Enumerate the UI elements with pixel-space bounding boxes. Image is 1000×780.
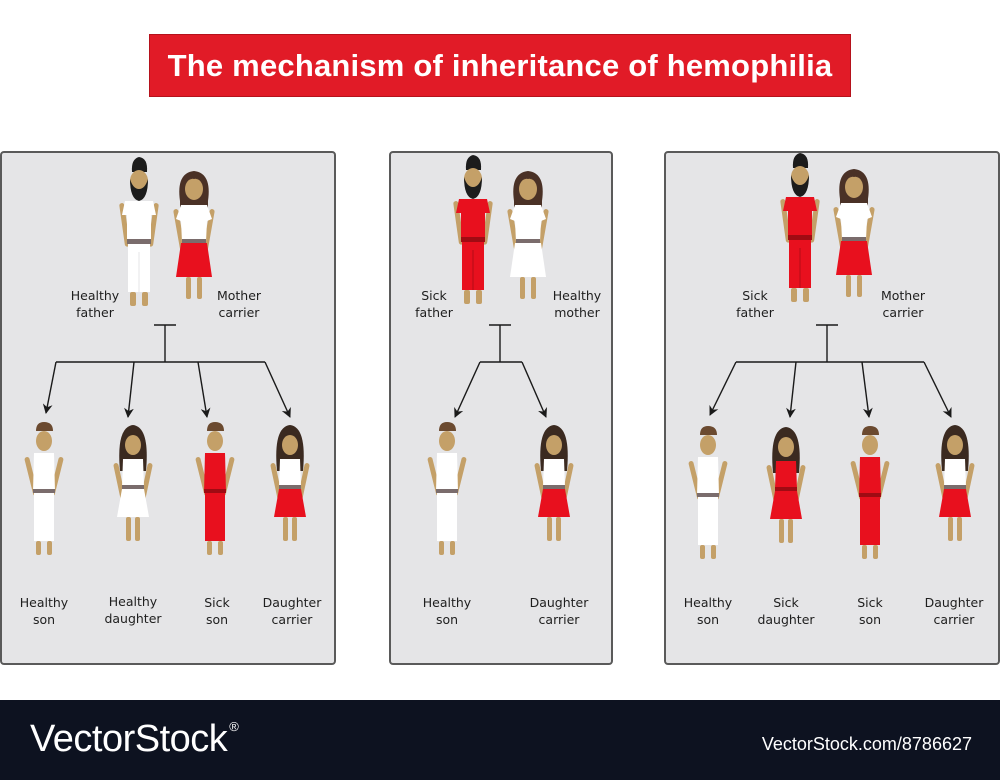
child-healthy-son <box>688 426 728 559</box>
father-figure <box>452 154 494 305</box>
child-healthy-son <box>427 422 467 555</box>
father-figure <box>118 156 160 307</box>
father-figure <box>779 152 821 303</box>
inheritance-connector <box>454 324 547 418</box>
parents-figures <box>118 156 215 307</box>
parents-figures <box>779 152 875 303</box>
image-credit: VectorStock.com/8786627 <box>761 734 972 754</box>
child-daughter-carrier <box>270 425 310 541</box>
parents-figures <box>452 154 549 305</box>
page-title: The mechanism of inheritance of hemophil… <box>167 47 833 83</box>
vectorstock-logo: VectorStock® <box>30 718 239 760</box>
child-daughter-carrier <box>534 425 574 541</box>
child-sick-daughter <box>766 427 806 543</box>
child-healthy-son <box>24 422 64 555</box>
inheritance-connector <box>709 324 952 418</box>
children-figures <box>427 422 574 555</box>
mother-figure <box>507 171 549 299</box>
inheritance-connector <box>42 324 291 418</box>
mother-figure <box>173 171 215 299</box>
inheritance-diagram-2 <box>427 154 574 555</box>
title-banner: The mechanism of inheritance of hemophil… <box>149 34 851 97</box>
child-daughter-carrier <box>935 425 975 541</box>
mother-figure <box>833 169 875 297</box>
children-figures <box>24 422 310 555</box>
footer-bar: VectorStock® VectorStock.com/8786627 <box>0 700 1000 780</box>
child-healthy-daughter <box>113 425 153 541</box>
inheritance-diagram-1 <box>24 156 310 555</box>
child-sick-son <box>850 426 890 559</box>
inheritance-diagram-3 <box>688 152 975 559</box>
child-sick-son <box>195 422 235 555</box>
children-figures <box>688 425 975 559</box>
